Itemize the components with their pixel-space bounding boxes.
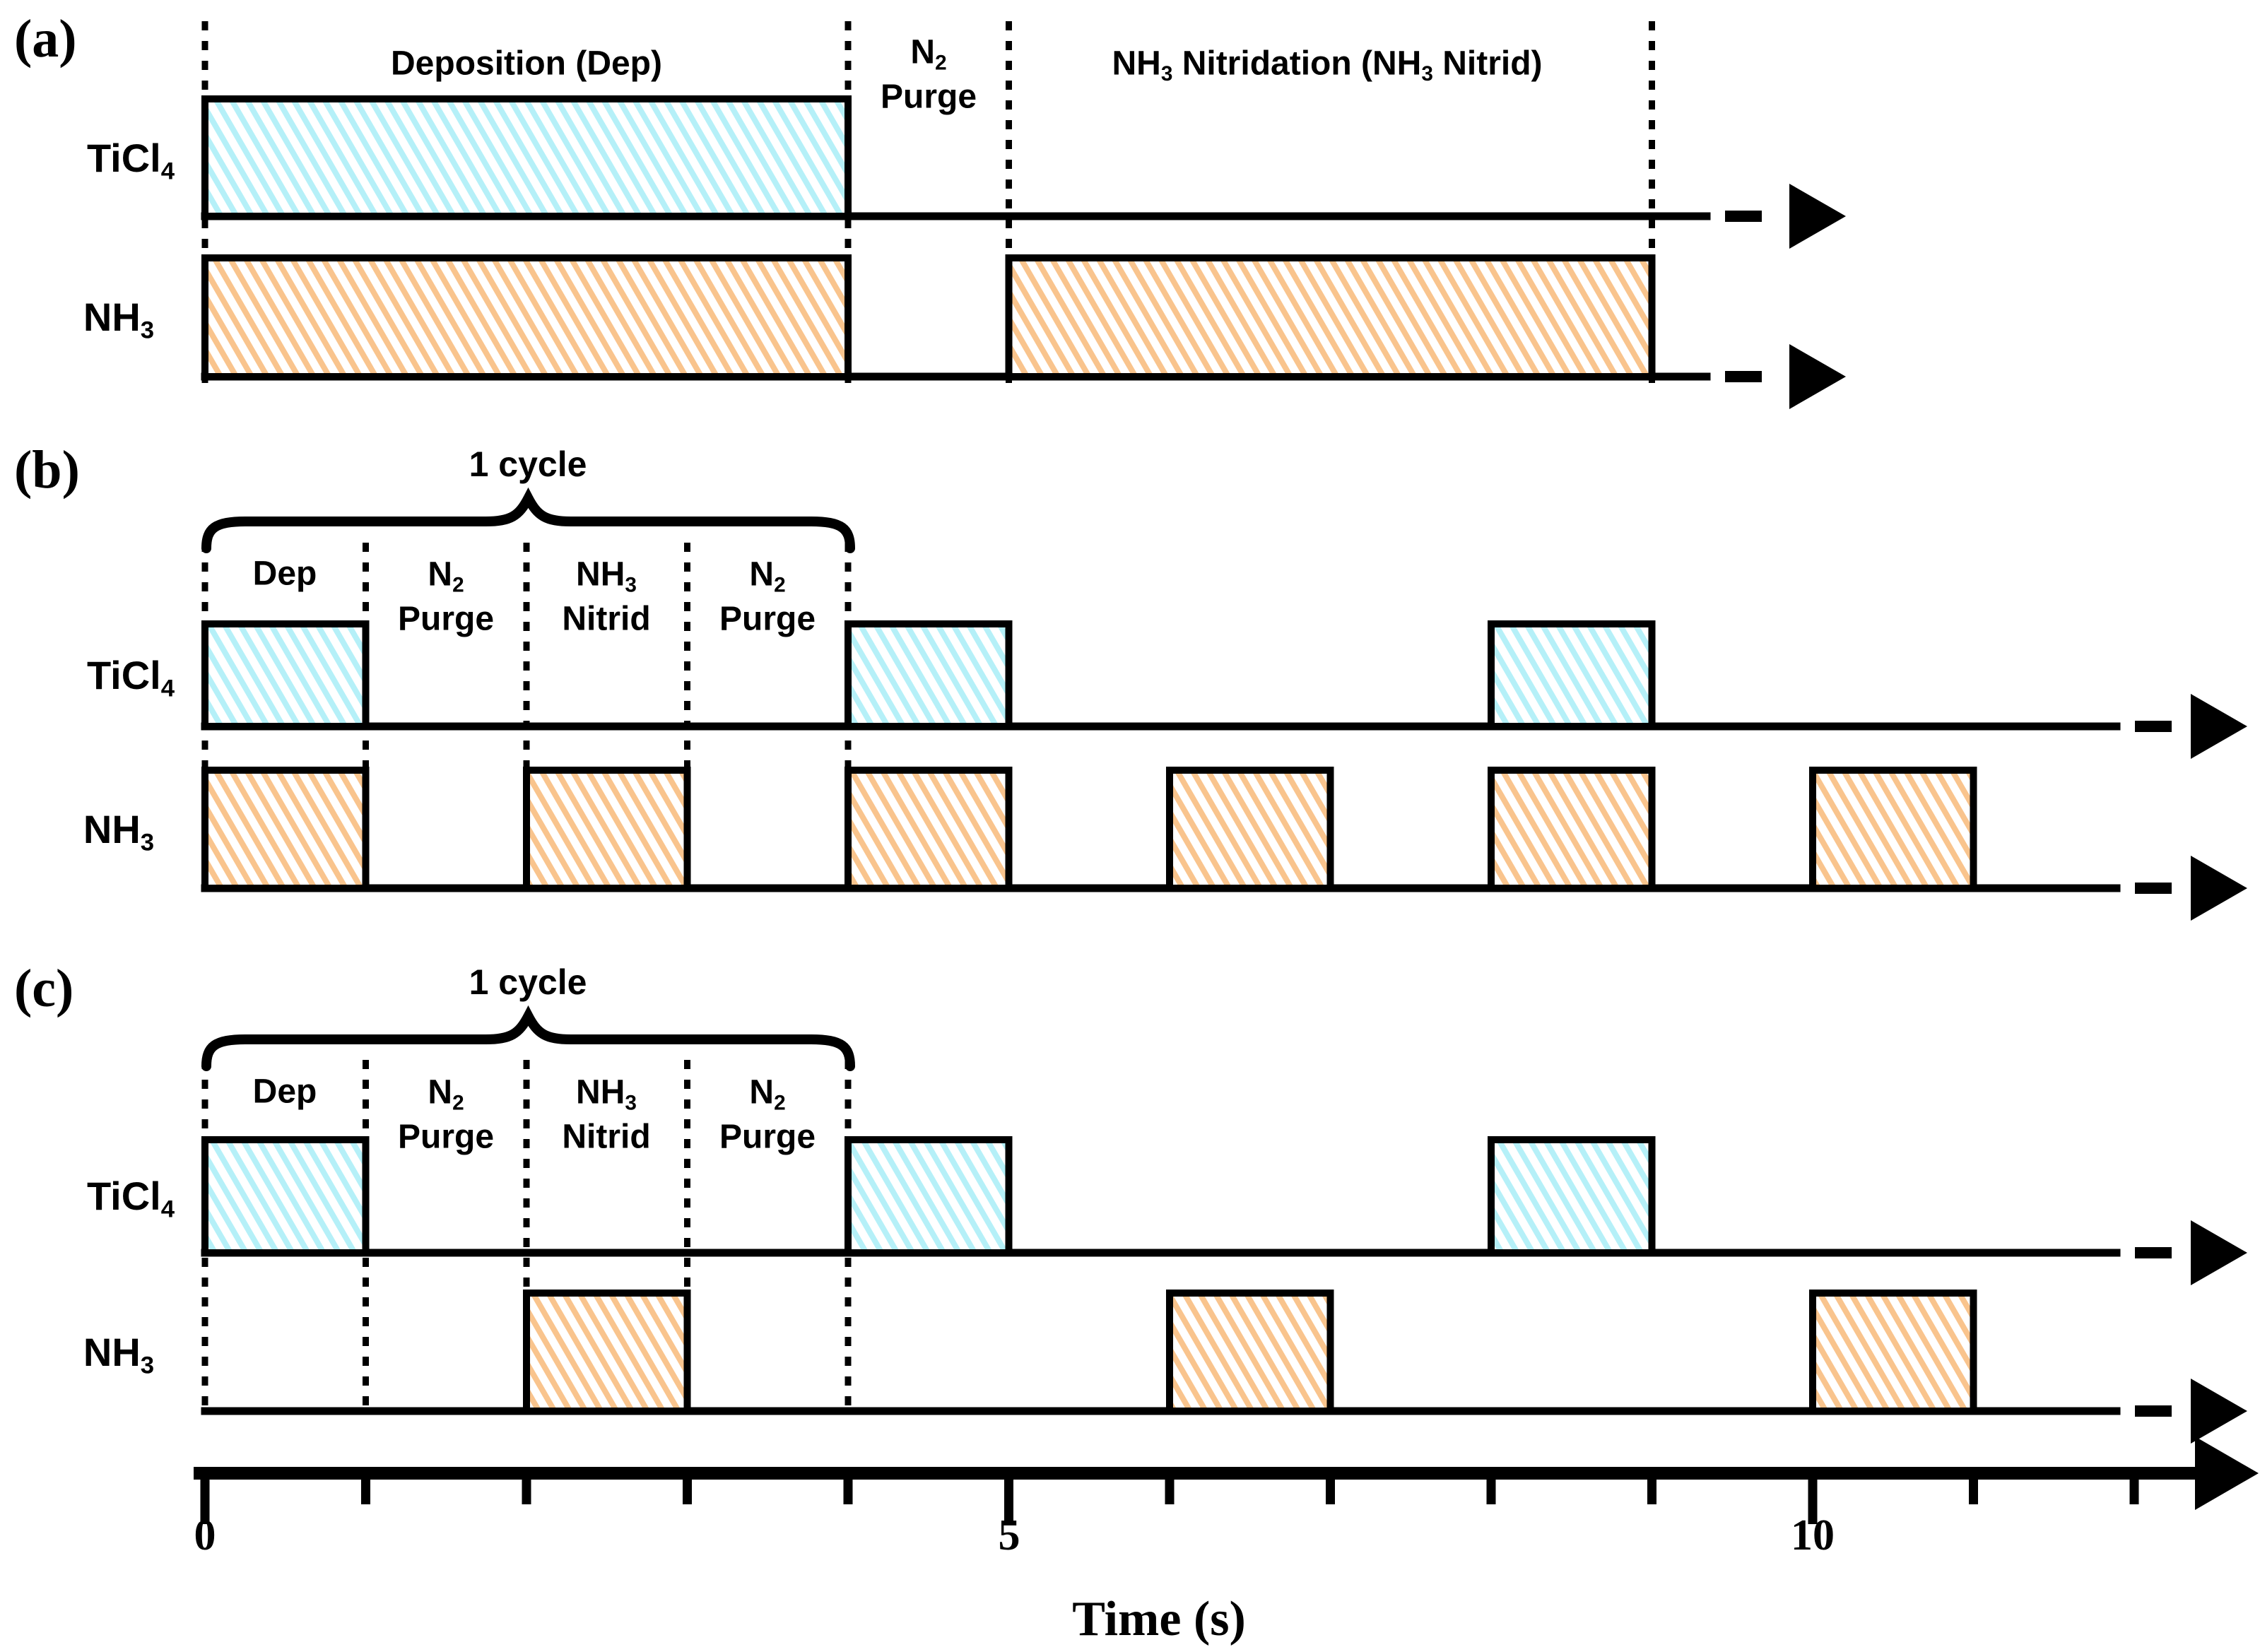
panel-a-ticl4-waveform [201, 95, 1846, 249]
c-nh3-pulse-6s [1166, 1290, 1334, 1415]
panel-c-letter: (c) [14, 959, 74, 1018]
time-axis [194, 1436, 2259, 1524]
panel-a-graphics [201, 21, 1846, 409]
panel-c-ticl4-row-label: TiCl4 [86, 1174, 175, 1223]
b-ticl4-pulse-0s [201, 620, 370, 730]
panel-b-graphics [201, 487, 2247, 921]
panel-b-nh3-waveform [201, 767, 2247, 921]
b-nh3-continuation-arrow [2191, 856, 2247, 921]
axis-tick-label-5: 5 [998, 1511, 1020, 1559]
panel-c-cycle-label: 1 cycle [469, 962, 587, 1002]
axis-tick-label-0: 0 [194, 1511, 216, 1559]
a-nh3-continuation-arrow [1789, 344, 1846, 409]
panel-c-phase-dep-label: Dep [252, 1073, 317, 1111]
c-ticl4-pulse-8s [1488, 1136, 1656, 1256]
a-nh3-pulse-5s [1005, 254, 1656, 380]
panel-a-ticl4-row-label: TiCl4 [86, 136, 175, 185]
c-ticl4-continuation-arrow [2191, 1220, 2247, 1285]
b-ticl4-pulse-4s [844, 620, 1013, 730]
axis-title-time: Time (s) [1072, 1591, 1246, 1646]
c-ticl4-pulse-4s [844, 1136, 1013, 1256]
panel-b-cycle-brace [201, 487, 855, 553]
time-axis-arrow [2195, 1436, 2259, 1510]
panel-a-nh3-row-label: NH3 [83, 295, 155, 344]
c-nh3-continuation-arrow [2191, 1379, 2247, 1444]
panel-a-phase-nitridation-label: NH3 Nitridation (NH3 Nitrid) [1112, 45, 1543, 86]
c-nh3-pulse-2s [523, 1290, 691, 1415]
panel-b-cycle-label: 1 cycle [469, 444, 587, 484]
panel-b-ticl4-row-label: TiCl4 [86, 653, 175, 702]
panel-c-graphics [201, 1005, 2247, 1444]
a-ticl4-continuation-arrow [1789, 184, 1846, 249]
panel-b-letter: (b) [14, 440, 80, 500]
panel-b-nh3-row-label: NH3 [83, 807, 155, 856]
b-nh3-pulse-6s [1166, 767, 1334, 892]
panel-a-phase-deposition-label: Deposition (Dep) [391, 45, 662, 83]
waveforms-root [194, 21, 2259, 1524]
panel-a-nh3-waveform [201, 254, 1846, 409]
axis-tick-label-10: 10 [1791, 1511, 1835, 1559]
b-ticl4-continuation-arrow [2191, 694, 2247, 759]
b-nh3-pulse-8s [1488, 767, 1656, 892]
panel-c-nh3-row-label: NH3 [83, 1330, 155, 1379]
b-ticl4-pulse-8s [1488, 620, 1656, 730]
b-nh3-pulse-0s [201, 767, 370, 892]
b-nh3-pulse-10s [1809, 767, 1977, 892]
a-ticl4-pulse-0s [201, 95, 852, 220]
b-nh3-pulse-4s [844, 767, 1013, 892]
panel-b-ticl4-waveform [201, 620, 2247, 759]
panel-c-nh3-waveform [201, 1290, 2247, 1444]
c-nh3-pulse-10s [1809, 1290, 1977, 1415]
panel-a-letter: (a) [14, 9, 77, 69]
b-nh3-pulse-2s [523, 767, 691, 892]
panel-c-cycle-brace [201, 1005, 855, 1071]
c-ticl4-pulse-0s [201, 1136, 370, 1256]
a-nh3-pulse-0s [201, 254, 852, 380]
panel-b-phase-dep-label: Dep [252, 555, 317, 593]
panel-c-ticl4-waveform [201, 1136, 2247, 1285]
